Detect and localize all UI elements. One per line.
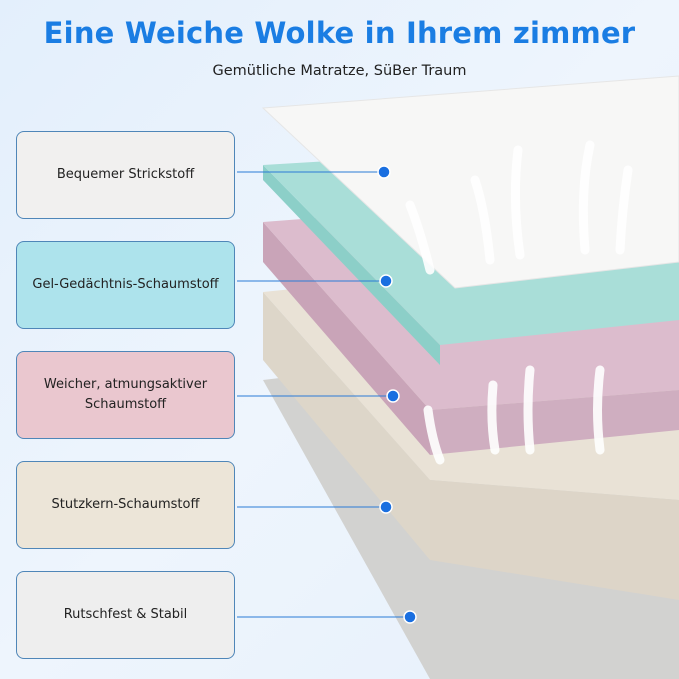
layer-teal-front: [263, 165, 440, 365]
dot-core: [379, 500, 393, 514]
page-subtitle: Gemütliche Matratze, SüBer Traum: [212, 63, 467, 79]
connector-lines: [237, 171, 410, 618]
layer-label-breathable-foam: Weicher, atmungsaktiver Schaumstoff: [16, 351, 235, 439]
dot-base: [403, 610, 417, 624]
layer-label-gel-memory-foam: Gel-Gedächtnis-Schaumstoff: [16, 241, 235, 329]
dot-knit: [377, 165, 391, 179]
layer-label-support-core: Stutzkern-Schaumstoff: [16, 461, 235, 549]
layer-label-knit-fabric: Bequemer Strickstoff: [16, 131, 235, 219]
layer-label-text: Bequemer Strickstoff: [56, 167, 195, 182]
layer-label-text: Gel-Gedächtnis-Schaumstoff: [32, 277, 219, 292]
page-title: Eine Weiche Wolke in Ihrem zimmer: [43, 16, 636, 50]
dot-gel: [379, 274, 393, 288]
layer-beige-front: [263, 292, 430, 560]
layer-beige-side: [430, 480, 679, 600]
layer-label-non-slip-base: Rutschfest & Stabil: [16, 571, 235, 659]
layer-label-text: Weicher, atmungsaktiver Schaumstoff: [43, 377, 208, 412]
connector-dots: [377, 165, 417, 624]
layer-label-text: Rutschfest & Stabil: [63, 607, 188, 622]
layer-label-text: Stutzkern-Schaumstoff: [51, 497, 200, 512]
dot-soft: [386, 389, 400, 403]
airflow-arrows-icon: [405, 140, 633, 465]
